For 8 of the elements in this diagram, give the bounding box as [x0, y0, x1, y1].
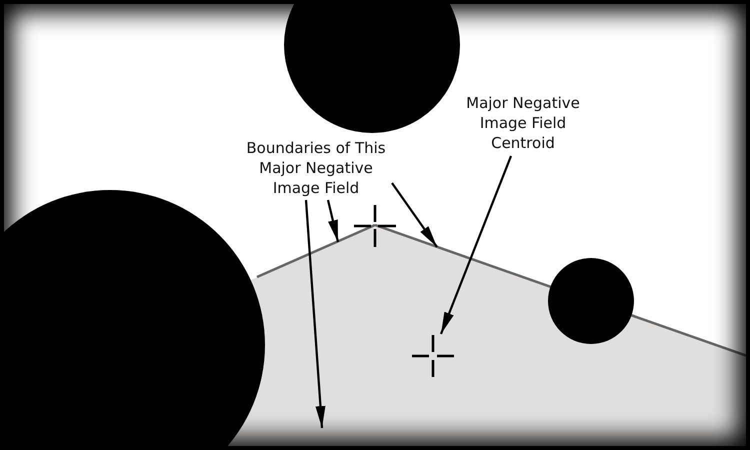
- leader-arrow: [326, 200, 340, 242]
- leader-arrow: [391, 182, 438, 248]
- crosshair-icon: [412, 335, 454, 377]
- callout-label: Boundaries of This Major Negative Image Field: [241, 138, 391, 198]
- leader-arrow: [304, 200, 326, 428]
- leader-arrow: [440, 156, 512, 334]
- callout-label: Major Negative Image Field Centroid: [448, 93, 598, 153]
- boundary-line: [256, 224, 376, 278]
